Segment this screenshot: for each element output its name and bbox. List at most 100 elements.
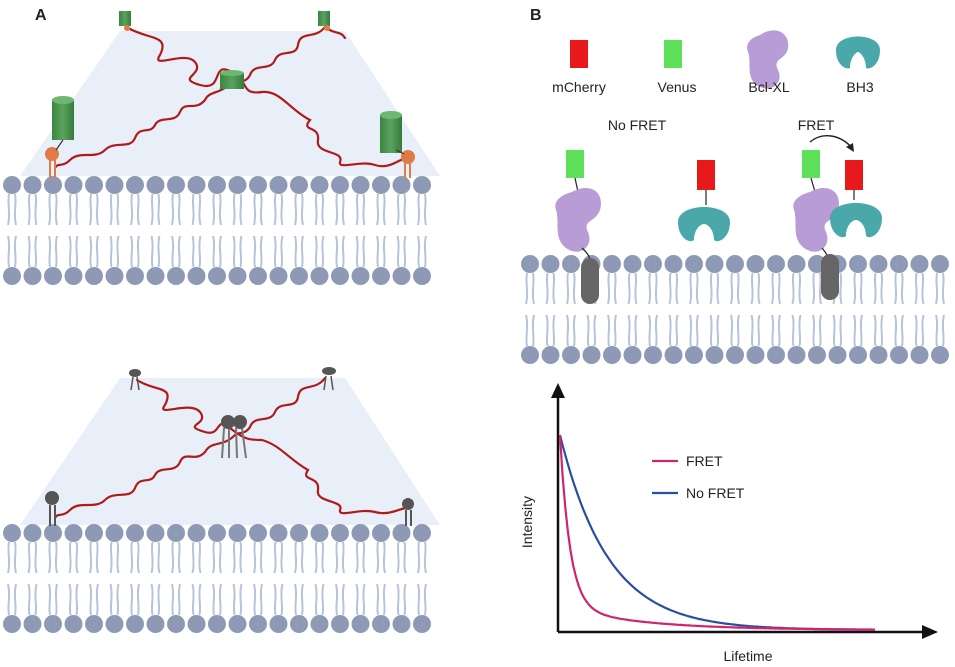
bh3-shape (836, 36, 880, 69)
lipid-head (392, 176, 411, 194)
lipid-head (208, 176, 226, 194)
lipid-tail (68, 235, 79, 268)
lipid-head (331, 267, 349, 285)
lipid-tail (48, 541, 58, 574)
lipid-head (787, 255, 806, 273)
legend-mcherry: mCherry (552, 40, 606, 95)
lipid-tail (376, 235, 386, 268)
lipid-head (187, 267, 206, 285)
lipid-tail (396, 583, 407, 616)
lipid-head (705, 346, 724, 364)
lipid-tail (273, 235, 284, 268)
lipid-head (351, 524, 370, 542)
lipid-tail (27, 541, 38, 574)
lipid-tail (355, 583, 366, 616)
lipid-tail (130, 235, 140, 268)
bclxl-protein (555, 188, 601, 252)
lipid-head (685, 255, 703, 273)
lipid-head (105, 615, 124, 633)
lipid-tail (771, 314, 781, 347)
lipid-tail (273, 193, 284, 226)
lipid-head (931, 346, 949, 364)
lipid-tail (7, 193, 17, 226)
lipid-tail (853, 314, 863, 347)
lipid-head (372, 524, 390, 542)
lipid-head (167, 615, 185, 633)
lipid-tail (253, 541, 263, 574)
lipid-head (664, 346, 683, 364)
lipid-head (890, 255, 908, 273)
lipid-tail (750, 272, 761, 305)
polymer-chain (53, 376, 327, 520)
lipid-head (146, 615, 165, 633)
lipid-tail (873, 272, 884, 305)
lipid-head (146, 524, 165, 542)
lipid-head (413, 615, 431, 633)
lipid-tail (150, 583, 161, 616)
lipid-head (331, 524, 349, 542)
lipid-head (146, 176, 165, 194)
lipid-head (351, 267, 370, 285)
lipid-head (126, 615, 144, 633)
lipid-head (228, 267, 247, 285)
venus-label: Venus (658, 79, 697, 95)
lipid-head (644, 255, 662, 273)
lipid-head (85, 267, 103, 285)
legend-bh3: BH3 (836, 36, 880, 95)
lipid-tail (294, 193, 304, 226)
lipid-tail (335, 193, 345, 226)
lipid-tail (914, 272, 925, 305)
tm-helix (821, 254, 839, 300)
lipid-tail (627, 314, 638, 347)
no-fret-label: No FRET (608, 117, 667, 133)
anchor-top-right (318, 11, 330, 31)
lipid-head (290, 615, 308, 633)
lipid-tail (935, 272, 945, 305)
scene-a-bottom (3, 367, 440, 633)
lipid-tail (294, 235, 304, 268)
lipid-anchor-dark (402, 498, 414, 526)
lipid-head (44, 524, 62, 542)
lipid-tail (150, 541, 161, 574)
lipid-tail (109, 193, 120, 226)
lipid-head (64, 267, 83, 285)
membrane-bilayer-b (521, 255, 949, 364)
lipid-tail (150, 235, 161, 268)
lipid-tail (89, 235, 99, 268)
legend-fret-label: FRET (686, 453, 723, 469)
lipid-head (767, 346, 785, 364)
lipid-head (64, 615, 83, 633)
lipid-head (105, 267, 124, 285)
lipid-tail (191, 235, 202, 268)
lipid-tail (314, 235, 325, 268)
lipid-tail (191, 583, 202, 616)
lipid-head (623, 346, 642, 364)
lipid-head (167, 267, 185, 285)
tm-helix (581, 258, 599, 304)
lipid-tail (314, 583, 325, 616)
scene-a-top (3, 11, 440, 285)
lipid-tail (417, 583, 427, 616)
lipid-head (413, 176, 431, 194)
lipid-head (44, 267, 62, 285)
lipid-cluster-center (221, 415, 247, 459)
legend-venus: Venus (658, 40, 697, 95)
lipid-tail (273, 583, 284, 616)
lipid-tail (130, 583, 140, 616)
lipid-head (228, 524, 247, 542)
lipid-tail (27, 235, 38, 268)
lipid-tail (396, 193, 407, 226)
y-axis-arrow (551, 383, 565, 398)
lipid-head (849, 255, 867, 273)
lipid-head (372, 267, 390, 285)
lipid-head (392, 524, 411, 542)
lipid-head (23, 524, 42, 542)
lipid-head (290, 176, 308, 194)
lipid-head (413, 267, 431, 285)
lipid-tail (812, 314, 822, 347)
lipid-head (931, 255, 949, 273)
bclxl-protein (793, 188, 839, 252)
lipid-tail (335, 235, 345, 268)
lipid-head (910, 255, 929, 273)
lipid-head (64, 176, 83, 194)
